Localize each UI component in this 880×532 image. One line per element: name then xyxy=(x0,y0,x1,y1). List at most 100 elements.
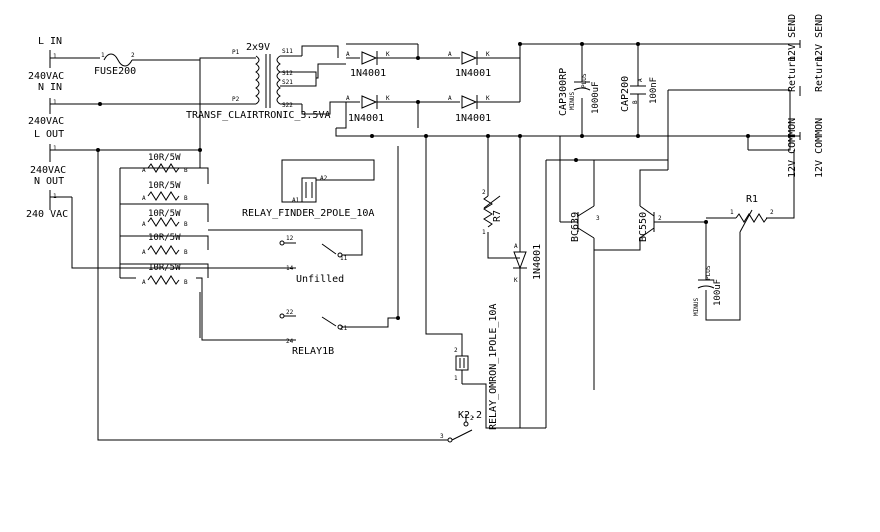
bridge-wiring xyxy=(335,43,800,137)
terminal-l-in-label: L IN xyxy=(38,36,62,47)
terminal-240vac-label-1: 240VAC xyxy=(28,71,64,82)
cap300-minus: MINUS xyxy=(569,92,576,110)
resistor-3-label: 10R/5W xyxy=(148,209,181,219)
relay-finder-pin-11: 11 xyxy=(340,255,348,262)
relay-finder-a1: A1 xyxy=(292,197,300,204)
transformer-s22: S22 xyxy=(282,102,293,109)
relay1b-contact xyxy=(279,313,398,330)
resistor-5-pin-a: A xyxy=(142,279,146,286)
terminal-240vac-out-label: 240 VAC xyxy=(26,209,68,220)
relay-finder-a2: A2 xyxy=(320,175,328,182)
transformer-p1: P1 xyxy=(232,49,240,56)
k22-wiring xyxy=(97,146,473,443)
cap300-label: CAP300RP xyxy=(558,68,569,116)
resistor-3-pin-b: B xyxy=(184,221,188,228)
cap-100uf-minus: MINUS xyxy=(693,298,700,316)
junction-dots xyxy=(96,42,750,320)
d3-pin-a: A xyxy=(346,95,350,102)
r7-symbol xyxy=(483,136,520,259)
transformer-p2: P2 xyxy=(232,96,240,103)
d2-pin-k: K xyxy=(486,51,490,58)
transistor-bc550 xyxy=(594,90,706,251)
terminal-pin-1a: 1 xyxy=(53,53,57,60)
output-return-2: Return xyxy=(814,56,825,92)
relay-finder-pin-14: 14 xyxy=(286,265,294,272)
relay-omron-pin-2: 2 xyxy=(454,347,458,354)
output-12v-common-2: 12V COMMON xyxy=(814,118,825,178)
terminal-240vac-label-2: 240VAC xyxy=(28,116,64,127)
relay1b-pin-21: 21 xyxy=(340,325,348,332)
diode-d4-symbol xyxy=(418,95,520,109)
fuse-symbol xyxy=(103,53,200,67)
cap200-pin-b: B xyxy=(632,100,639,104)
d1-pin-a: A xyxy=(346,51,350,58)
r1-pin-2: 2 xyxy=(770,209,774,216)
resistor-ladder-wiring xyxy=(71,58,296,341)
relay-omron-coil xyxy=(425,136,546,429)
output-12v-common-1: 12V COMMON xyxy=(787,118,798,178)
relay-unfilled-label: Unfilled xyxy=(296,274,344,285)
relay1b-pin-22: 22 xyxy=(286,309,294,316)
diode-d5-label: 1N4001 xyxy=(532,244,543,280)
r7-pin-2: 2 xyxy=(482,189,486,196)
transformer-s21: S21 xyxy=(282,79,293,86)
resistor-1-pin-b: B xyxy=(184,167,188,174)
relay-omron-pin-1: 1 xyxy=(454,375,458,382)
terminal-pin-1b: 1 xyxy=(53,99,57,106)
cap-100uf-symbol xyxy=(697,222,741,321)
diode-d3-symbol xyxy=(361,95,418,109)
fuse-pin-2: 2 xyxy=(131,52,135,59)
k22-pin-3: 3 xyxy=(440,433,444,440)
cap-100uf-plus: PLUS xyxy=(705,265,712,280)
relay-finder-label: RELAY_FINDER_2POLE_10A xyxy=(242,208,374,219)
resistor-2-label: 10R/5W xyxy=(148,181,181,191)
d5-pin-k: K xyxy=(514,277,518,284)
resistor-3-pin-a: A xyxy=(142,221,146,228)
cap-100uf-value: 100uF xyxy=(713,279,723,306)
secondary-wiring xyxy=(301,45,360,115)
output-return-1: Return xyxy=(787,56,798,92)
relay1b-pin-24: 24 xyxy=(286,338,294,345)
bc639-label: BC639 xyxy=(570,212,581,242)
k22-label: K2.2 xyxy=(458,410,482,421)
r7-label: R7 xyxy=(492,210,503,222)
r1-symbol xyxy=(706,150,795,233)
output-12v-send-2: 12V SEND xyxy=(814,14,825,62)
transistor-bc639 xyxy=(545,136,668,428)
bc639-pin-3: 3 xyxy=(596,215,600,222)
output-12v-send-1: 12V SEND xyxy=(787,14,798,62)
r1-pin-1: 1 xyxy=(730,209,734,216)
terminal-pin-1c: 1 xyxy=(53,145,57,152)
relay-finder-contact xyxy=(120,229,363,269)
cap300-value: 1000uF xyxy=(591,81,601,114)
k22-pin-2: 2 xyxy=(470,415,474,422)
terminal-stubs xyxy=(49,50,100,210)
resistor-2-pin-b: B xyxy=(184,195,188,202)
d5-pin-a: A xyxy=(514,243,518,250)
bc550-pin-2: 2 xyxy=(658,215,662,222)
fuse-label: FUSE200 xyxy=(94,66,136,77)
cap200-value: 100nF xyxy=(649,77,659,104)
r7-pin-1: 1 xyxy=(482,229,486,236)
bc550-label: BC550 xyxy=(638,212,649,242)
diode-d2-label: 1N4001 xyxy=(455,68,491,79)
diode-d1-label: 1N4001 xyxy=(350,68,386,79)
terminal-n-in-label: N IN xyxy=(38,82,62,93)
resistor-symbols xyxy=(147,163,180,285)
resistor-1-label: 10R/5W xyxy=(148,153,181,163)
cap200-symbol xyxy=(630,44,646,136)
cap300-symbol xyxy=(573,44,591,136)
cap200-label: CAP200 xyxy=(620,76,631,112)
cap200-pin-a: A xyxy=(637,78,644,82)
diode-d5-symbol xyxy=(513,136,527,428)
relay-finder-pin-12: 12 xyxy=(286,235,294,242)
r1-label: R1 xyxy=(746,194,758,205)
terminal-n-out-label: N OUT xyxy=(34,176,64,187)
resistor-2-pin-a: A xyxy=(142,195,146,202)
relay-finder-coil xyxy=(281,159,375,203)
resistor-4-label: 10R/5W xyxy=(148,233,181,243)
relay1b-label: RELAY1B xyxy=(292,346,334,357)
transformer-label: TRANSF_CLAIRTRONIC_3.5VA xyxy=(186,110,331,121)
